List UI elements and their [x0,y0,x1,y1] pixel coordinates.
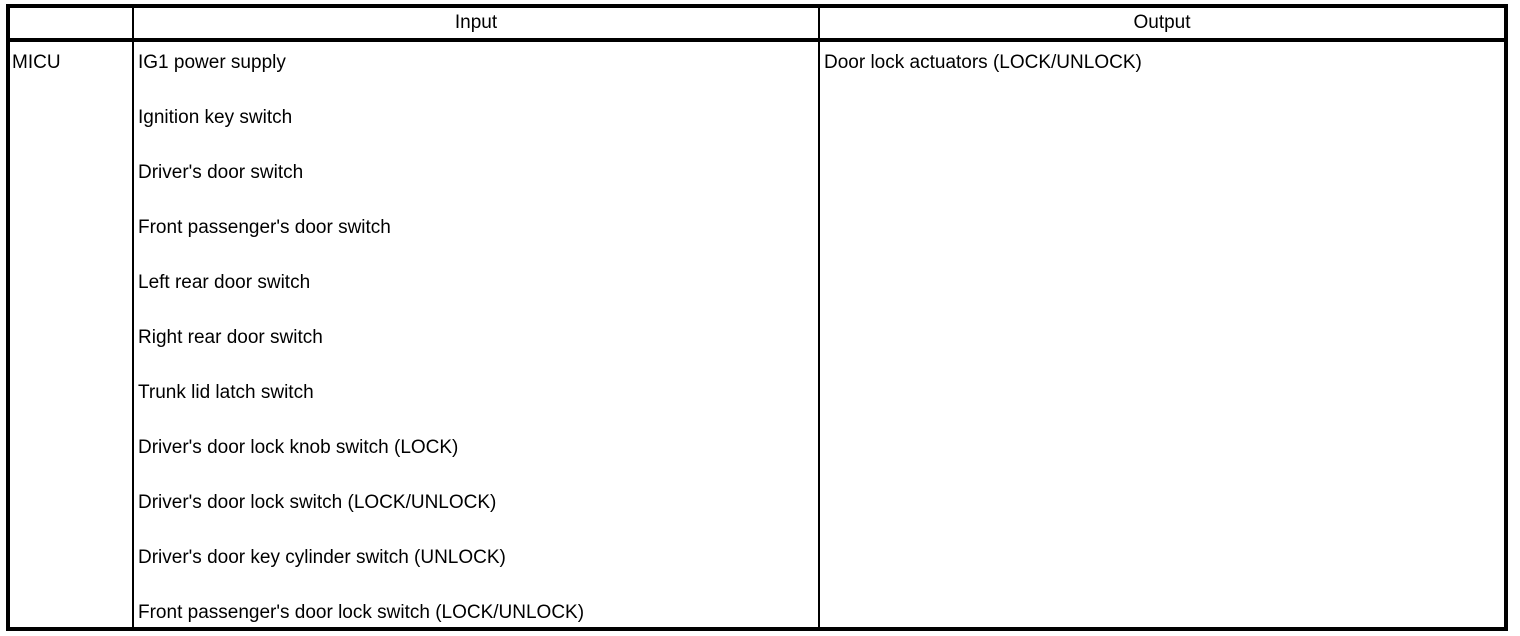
input-item: Driver's door lock knob switch (LOCK) [138,437,459,458]
input-output-table: Input Output MICU IG1 power supply Ignit… [6,4,1508,631]
input-list-cell: IG1 power supply Ignition key switch Dri… [134,42,820,627]
input-item: Driver's door lock switch (LOCK/UNLOCK) [138,492,497,513]
unit-name: MICU [12,52,61,73]
input-item: Ignition key switch [138,107,293,128]
input-item: Front passenger's door switch [138,217,391,238]
unit-name-cell: MICU [10,42,134,627]
input-item: Driver's door key cylinder switch (UNLOC… [138,547,506,568]
header-cell-output: Output [820,8,1504,42]
input-item: Trunk lid latch switch [138,382,314,403]
output-list-cell: Door lock actuators (LOCK/UNLOCK) [820,42,1504,627]
header-cell-unit [10,8,134,42]
input-item: Right rear door switch [138,327,323,348]
header-cell-input: Input [134,8,820,42]
input-item: IG1 power supply [138,52,286,73]
input-item: Front passenger's door lock switch (LOCK… [138,602,585,623]
input-item: Driver's door switch [138,162,304,183]
input-item: Left rear door switch [138,272,311,293]
output-item: Door lock actuators (LOCK/UNLOCK) [824,52,1142,73]
